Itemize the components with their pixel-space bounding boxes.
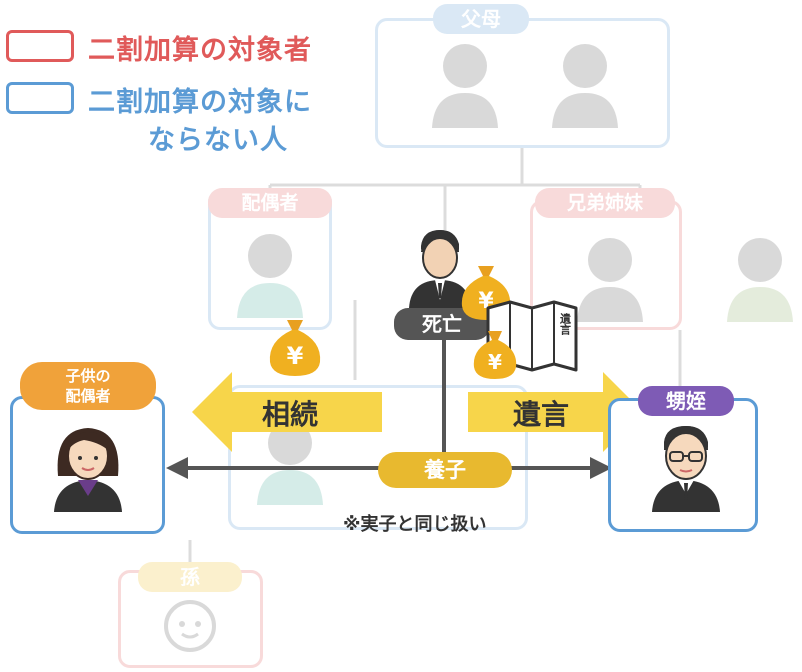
sibling-spouse-icon	[727, 238, 793, 322]
adopted-note: ※実子と同じ扱い	[343, 514, 487, 535]
siblings-label: 兄弟姉妹	[535, 188, 675, 218]
spouse-icon	[237, 234, 303, 318]
legend-target-label: 二割加算の対象者	[88, 35, 312, 66]
legend-non-target-line1: 二割加算の対象に	[88, 87, 312, 118]
money-bag-yen: ¥	[287, 342, 304, 370]
legend-blue-swatch	[6, 82, 74, 114]
nephew-niece-avatar-icon	[652, 426, 720, 512]
money-bag-yen: ¥	[488, 350, 502, 374]
baby-icon	[164, 600, 216, 652]
spouse-label: 配偶者	[208, 188, 332, 218]
legend-red-swatch	[6, 30, 74, 62]
adopted-label: 養子	[378, 452, 512, 488]
child-spouse-label-line2: 配偶者	[65, 387, 111, 405]
parents-label: 父母	[433, 4, 529, 34]
money-bag-icon: ¥	[473, 331, 517, 379]
deceased-person-icon	[409, 230, 471, 308]
bequest-arrow	[468, 372, 643, 452]
bequest-label: 遺言	[513, 398, 570, 431]
grandchild-label: 孫	[138, 562, 242, 592]
father-icon	[432, 44, 498, 128]
legend-non-target-line2: ならない人	[148, 125, 288, 156]
sibling-icon	[577, 238, 643, 322]
child-spouse-label: 子供の 配偶者	[20, 362, 156, 410]
money-bag-icon: ¥	[269, 320, 321, 376]
inheritance-label: 相続	[262, 398, 319, 431]
nephew-niece-label: 甥姪	[638, 386, 734, 416]
child-spouse-label-line1: 子供の	[65, 367, 111, 385]
grandchild-box	[118, 570, 263, 668]
will-text: 遺言	[559, 312, 573, 336]
spouse-box	[208, 190, 332, 330]
mother-icon	[552, 44, 618, 128]
child-spouse-avatar-icon	[54, 428, 122, 512]
parents-box	[375, 18, 670, 148]
inheritance-arrow	[192, 372, 382, 452]
